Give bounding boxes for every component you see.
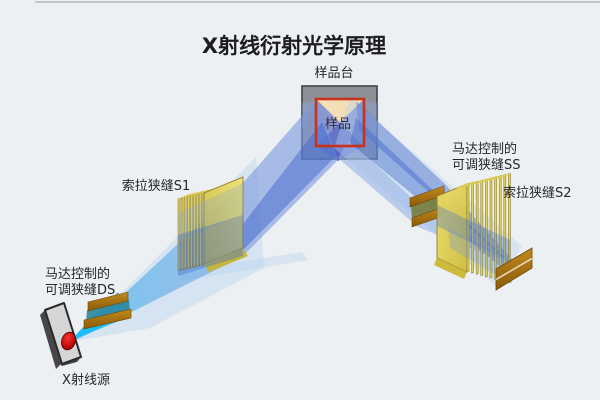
motor-slit-ss-label-line1: 马达控制的 (452, 141, 517, 157)
motor-slit-ds-label-line2: 可调狭缝DS (45, 283, 115, 298)
xray-source-spot (61, 331, 76, 351)
diagram-title: X射线衍射光学原理 (202, 34, 386, 58)
receiving-slit (495, 247, 533, 291)
sample-label: 样品 (325, 117, 351, 132)
sample-holder-frame (314, 97, 366, 148)
motor-slit-ds-label-line1: 马达控制的 (45, 266, 110, 282)
divergence-slit-ds (83, 291, 132, 330)
top-border-line (35, 1, 600, 3)
beam-over-s1-lower (178, 215, 243, 276)
sample-stage-label: 样品台 (314, 66, 353, 81)
beam-over-s1 (178, 183, 243, 240)
soller-slit-s2-label: 索拉狭缝S2 (503, 186, 572, 201)
soller-slit-s2 (434, 172, 511, 284)
xray-source-tube (40, 302, 82, 369)
beam-over-s2 (437, 205, 510, 262)
soller-slit-s1-label: 索拉狭缝S1 (122, 179, 191, 194)
soller-slit-s1 (177, 176, 248, 272)
motor-slit-ss-label-line2: 可调狭缝SS (452, 158, 521, 173)
receiving-slit-gap (495, 257, 533, 281)
xray-source-label: X射线源 (62, 372, 110, 388)
